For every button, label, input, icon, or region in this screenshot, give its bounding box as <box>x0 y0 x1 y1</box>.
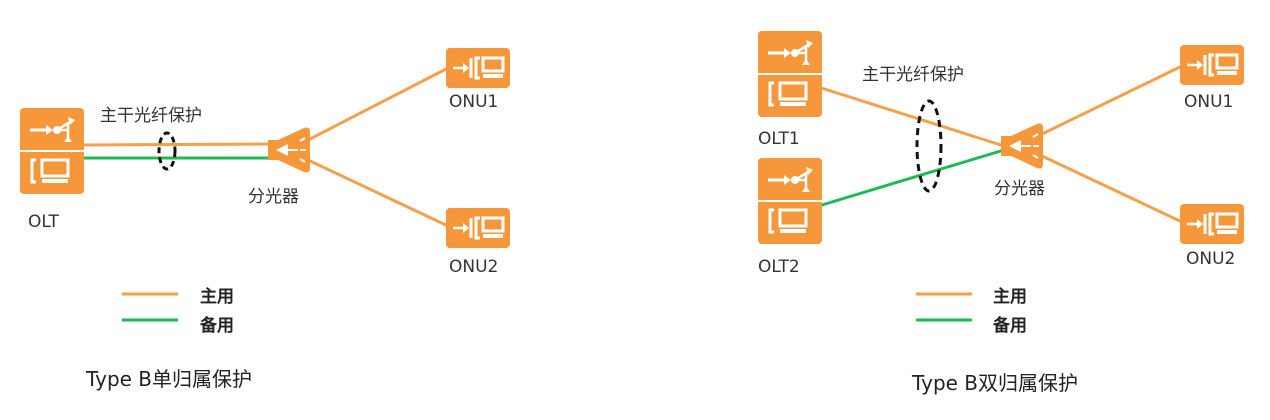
olt1-icon <box>756 29 824 119</box>
link-splitter-onu2 <box>1041 154 1183 224</box>
caption: Type B单归属保护 <box>85 367 252 391</box>
trunk-protection-label: 主干光纤保护 <box>862 65 964 85</box>
panel-dual-homing: 主干光纤保护 OLT1 OLT2 分光器 ONU1 ONU2 主用 <box>756 29 1246 395</box>
legend-primary-label: 主用 <box>200 286 234 307</box>
caption: Type B双归属保护 <box>911 371 1078 395</box>
onu1-icon <box>1178 43 1246 87</box>
link-splitter-onu1 <box>307 66 449 142</box>
onu2-icon <box>444 206 512 250</box>
olt1-label: OLT1 <box>758 129 800 149</box>
onu1-label: ONU1 <box>449 92 498 112</box>
legend: 主用 备用 <box>122 286 234 336</box>
trunk-protection-ring <box>915 99 943 193</box>
olt1-device <box>756 29 824 119</box>
panel-single-homing: 主干光纤保护 OLT 分光器 ONU1 ONU2 主用 备用 Type B单归属… <box>18 46 512 391</box>
link-olt-splitter-primary <box>83 142 271 147</box>
splitter-device <box>1000 122 1044 170</box>
splitter-icon <box>1000 122 1044 170</box>
splitter-label: 分光器 <box>994 179 1045 199</box>
link-olt2-splitter <box>811 148 1005 210</box>
onu2-device <box>1178 202 1246 246</box>
onu2-label: ONU2 <box>449 257 498 277</box>
olt2-icon <box>756 156 824 246</box>
link-splitter-onu2 <box>307 158 449 228</box>
onu2-label: ONU2 <box>1186 249 1235 269</box>
onu1-device <box>1178 43 1246 87</box>
olt-device <box>18 106 86 196</box>
olt2-label: OLT2 <box>758 257 800 277</box>
legend-backup-label: 备用 <box>199 315 234 336</box>
onu2-device <box>444 206 512 250</box>
splitter-label: 分光器 <box>248 187 299 207</box>
legend-backup-label: 备用 <box>992 315 1027 336</box>
olt-label: OLT <box>28 212 60 232</box>
trunk-protection-ring <box>157 131 177 171</box>
legend: 主用 备用 <box>916 286 1027 336</box>
link-olt1-splitter <box>811 83 1005 148</box>
trunk-protection-label: 主干光纤保护 <box>100 106 202 126</box>
legend-primary-label: 主用 <box>993 286 1027 307</box>
splitter-icon <box>267 126 311 174</box>
splitter-device <box>267 126 311 174</box>
onu1-label: ONU1 <box>1184 92 1233 112</box>
onu1-icon <box>444 46 512 90</box>
onu1-device <box>444 46 512 90</box>
olt-icon <box>18 106 86 196</box>
link-splitter-onu1 <box>1041 64 1183 136</box>
olt2-device <box>756 156 824 246</box>
onu2-icon <box>1178 202 1246 246</box>
